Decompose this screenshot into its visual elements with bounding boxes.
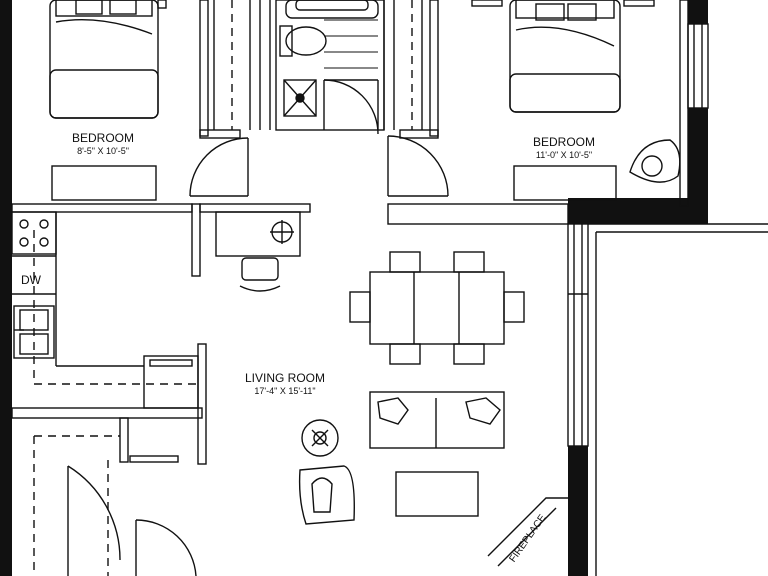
room-size-bedroom-right: 11'-0" X 10'-5" [536, 150, 592, 160]
dresser-right [513, 165, 617, 201]
kitchen-counter [12, 212, 144, 367]
interior-walls [11, 0, 689, 465]
exterior-walls [0, 0, 708, 576]
desk [215, 211, 301, 257]
bathroom [275, 0, 385, 135]
armchair-right-bedroom [629, 139, 681, 183]
side-table-icon [301, 419, 339, 457]
desk-chair [239, 257, 281, 292]
room-size-living: 17'-4" X 15'-11" [254, 386, 315, 396]
window-right-bedroom [687, 23, 709, 109]
dresser-left [51, 165, 157, 201]
balcony [588, 223, 768, 576]
entry-door-lower [135, 519, 197, 576]
sink-icon [13, 305, 55, 359]
fireplace-label: FIREPLACE [508, 512, 549, 564]
dining-table [369, 271, 505, 345]
room-name-bedroom-right: BEDROOM [533, 135, 595, 149]
dishwasher-label: DW [21, 273, 42, 287]
coffee-table [395, 471, 479, 517]
shower-icon [283, 79, 317, 117]
room-labels: BEDROOM 8'-5" X 10'-5" BEDROOM 11'-0" X … [21, 131, 595, 564]
bathroom-door [323, 79, 379, 135]
room-name-bedroom-left: BEDROOM [72, 131, 134, 145]
door-right-bedroom [387, 135, 449, 197]
toilet-icon [279, 25, 327, 57]
room-size-bedroom-left: 8'-5" X 10'-5" [77, 146, 129, 156]
bed-right [471, 0, 655, 113]
fireplace [487, 497, 568, 567]
entry-door-upper [67, 455, 179, 576]
window-living-room [567, 223, 589, 447]
door-left-bedroom [189, 137, 249, 197]
dining-chairs [349, 251, 525, 365]
kitchen-island [143, 355, 199, 409]
armchair-living [298, 465, 355, 525]
bed-left [49, 0, 159, 119]
room-name-living: LIVING ROOM [245, 371, 325, 385]
sofa [369, 391, 505, 449]
closets [33, 0, 423, 576]
